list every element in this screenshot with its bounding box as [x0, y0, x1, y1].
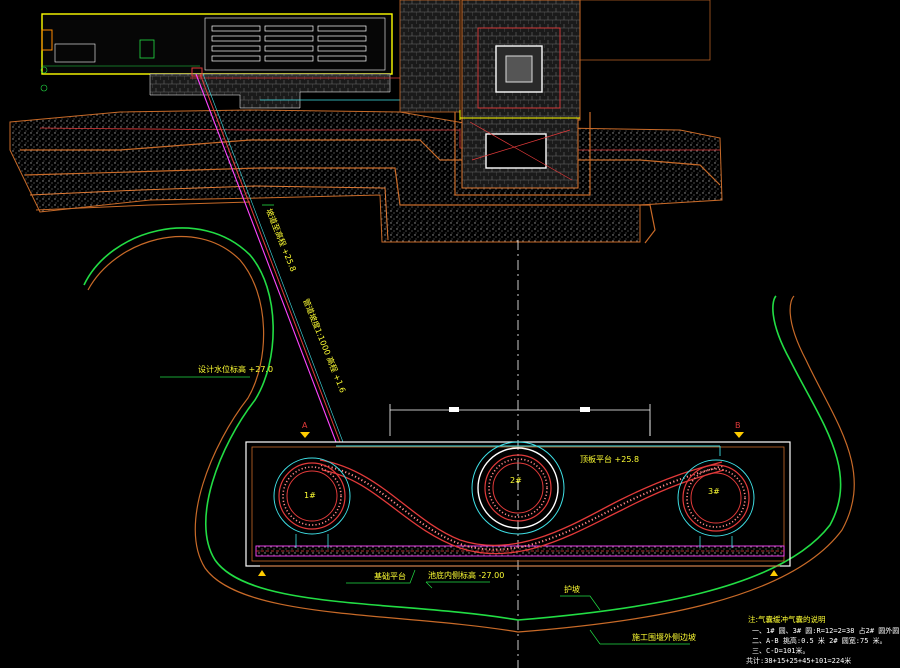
upper-site-plan	[9, 0, 723, 244]
pipe-line-red	[199, 73, 341, 443]
platform-level-label: 顶板平台 +25.8	[580, 454, 639, 464]
bank-label: 护坡	[564, 584, 580, 594]
pipe-line-magenta	[195, 73, 337, 443]
pool-plan	[245, 404, 791, 576]
chamber-3	[677, 459, 755, 548]
boundary-label: 施工围堰外侧边坡	[632, 632, 696, 642]
south-plaza-pool	[485, 133, 547, 169]
slope-upper-label: 坡道至高程 +25.8	[264, 207, 298, 273]
section-a-arrow	[300, 432, 310, 438]
contour-band-2	[24, 167, 656, 244]
stair-block	[139, 39, 155, 59]
red-boundary-line	[39, 127, 720, 151]
shoreline-orange	[87, 236, 855, 633]
notes-line-4: 共计:38+15+25+45+101=224米	[746, 656, 851, 665]
pool-inner-wall	[251, 446, 785, 562]
contour-band-4	[35, 201, 251, 211]
section-d-arrow	[770, 570, 778, 576]
service-room	[54, 43, 96, 63]
yellow-plaza-edge	[459, 110, 580, 120]
building-outline	[41, 13, 393, 75]
dim-mark-right	[580, 407, 590, 412]
s-curve-outer	[319, 459, 723, 547]
plaza-gate-area	[579, 0, 711, 61]
base-leader	[346, 569, 416, 584]
design-level-label: 设计水位标高 +27.0	[198, 364, 273, 374]
notes-heading: 注:气囊缓冲气囊的说明	[748, 614, 826, 624]
section-b-arrow	[734, 432, 744, 438]
grid-bubble-2	[40, 84, 48, 92]
top-dimension	[389, 404, 651, 436]
seating-rows	[211, 25, 367, 62]
chamber-1-label: 1#	[304, 491, 316, 500]
lake-shoreline	[83, 227, 855, 633]
plaza-frame	[477, 27, 561, 109]
notes-line-3: 三、C-D=101米。	[752, 646, 810, 655]
dim-mark-left	[449, 407, 459, 412]
chamber-2-label: 2#	[510, 476, 522, 485]
s-curve-inner	[321, 469, 725, 555]
grid-bubble-1	[40, 66, 48, 74]
pipe-route	[195, 73, 344, 443]
lower-building-step	[149, 73, 391, 109]
section-a-label: A	[302, 421, 308, 430]
contour-band-3	[29, 185, 389, 241]
boundary-leader	[589, 629, 690, 645]
slope-lower-label: 管道坡度1:1000 高程 +1.6	[301, 297, 348, 394]
shoreline-green	[83, 227, 842, 621]
plaza-fountain-core	[505, 55, 533, 83]
bank-leader	[560, 595, 601, 611]
s-curve-dots	[320, 464, 724, 551]
chamber-1	[273, 457, 351, 548]
bottom-level-leader	[425, 581, 490, 589]
chamber-3-label: 3#	[708, 487, 720, 496]
section-c-arrow	[258, 570, 266, 576]
contour-band-1	[20, 139, 721, 186]
chamber-2	[471, 441, 565, 535]
orange-plaza-edge	[454, 112, 591, 196]
notes-line-2: 二、A-B 挑高:0.5 米 2# 圆宽:75 米。	[752, 636, 887, 645]
section-b-label: B	[735, 421, 741, 430]
paved-corridor	[399, 0, 461, 113]
notes-line-1: 一、1# 圆、3# 圆:R=12=2=38 占2# 圆外圆:25.8。	[752, 626, 900, 635]
red-plaza-cross	[469, 121, 573, 181]
pipe-line-cyan	[202, 73, 344, 443]
bottom-level-label: 池底内侧标高 -27.00	[428, 570, 504, 580]
annotation-layer: A B 坡道至高程 +25.8 管道坡度1:1000 高程 +1.6 设计水位标…	[160, 204, 900, 665]
building-inner-hall	[204, 17, 386, 71]
base-label: 基础平台	[374, 571, 406, 581]
orange-room	[41, 29, 53, 51]
